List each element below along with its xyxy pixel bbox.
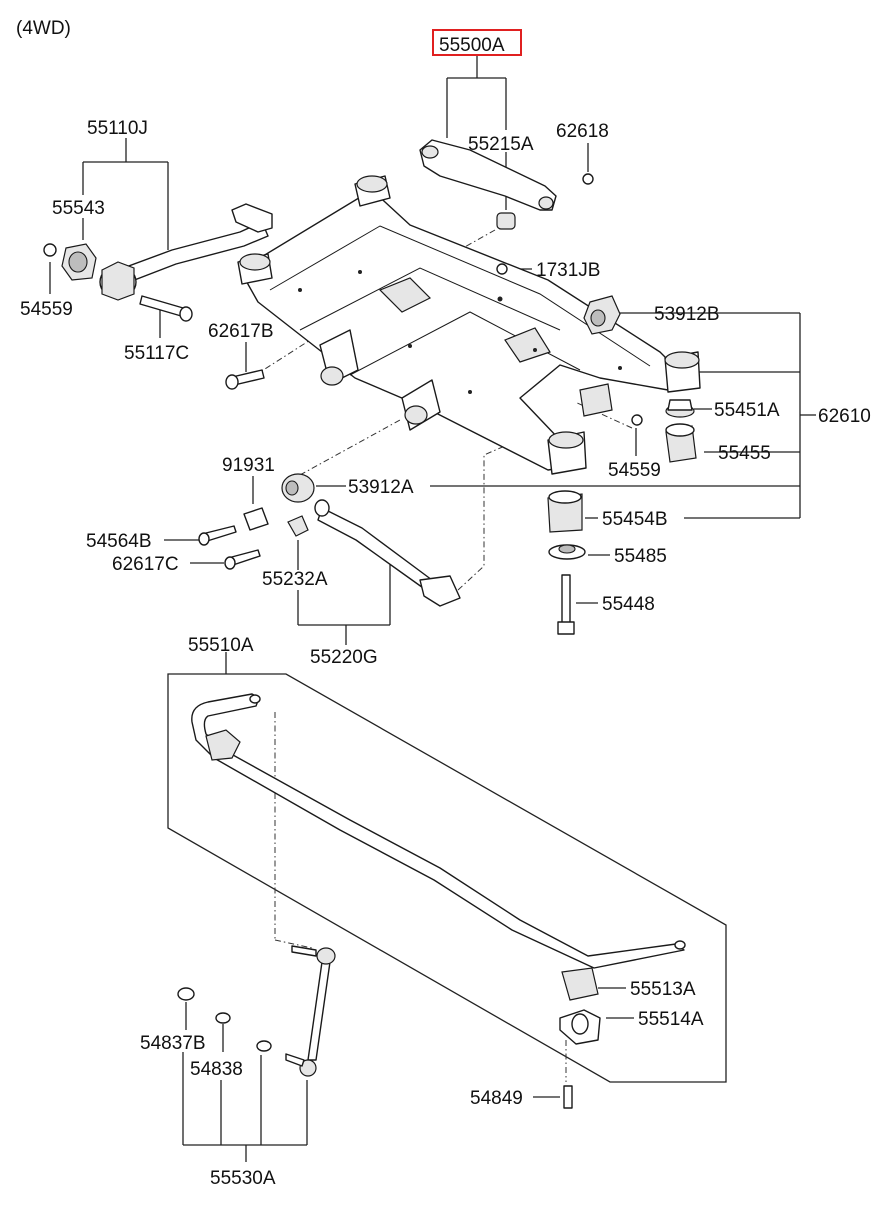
upper-arm-part (419, 139, 594, 230)
callout-54564B[interactable]: 54564B (86, 531, 152, 552)
callout-53912A[interactable]: 53912A (348, 477, 414, 498)
stabilizer-link-part (177, 945, 336, 1077)
stabilizer-bar-part (191, 693, 686, 969)
callout-55110J[interactable]: 55110J (87, 118, 148, 139)
labels: (4WD) 55500A 55110J 55215A 62618 55543 1… (16, 18, 871, 1189)
callout-62617B[interactable]: 62617B (208, 321, 274, 342)
callout-55232A[interactable]: 55232A (262, 569, 328, 590)
callout-62617C[interactable]: 62617C (112, 554, 179, 575)
callout-55543[interactable]: 55543 (52, 198, 105, 219)
callout-54559-left[interactable]: 54559 (20, 299, 73, 320)
callout-55513A[interactable]: 55513A (630, 979, 696, 1000)
callout-55530A[interactable]: 55530A (210, 1168, 276, 1189)
callout-54838[interactable]: 54838 (190, 1059, 243, 1080)
callout-55451A[interactable]: 55451A (714, 400, 780, 421)
callout-55514A[interactable]: 55514A (638, 1009, 704, 1030)
callout-54559-right[interactable]: 54559 (608, 460, 661, 481)
callout-55117C[interactable]: 55117C (124, 343, 189, 364)
callout-1731JB[interactable]: 1731JB (536, 260, 600, 281)
callout-55448[interactable]: 55448 (602, 594, 655, 615)
callout-55485[interactable]: 55485 (614, 546, 667, 567)
leader-lines (49, 54, 816, 1162)
mount-parts (225, 263, 697, 635)
callout-54837B[interactable]: 54837B (140, 1033, 206, 1054)
highlight-box (432, 29, 522, 56)
crossmember-part (237, 175, 701, 475)
callout-91931[interactable]: 91931 (222, 455, 275, 476)
lower-link-part (198, 473, 461, 607)
callout-53912B[interactable]: 53912B (654, 304, 720, 325)
callout-55220G[interactable]: 55220G (310, 647, 378, 668)
callout-55455[interactable]: 55455 (718, 443, 771, 464)
callout-55454B[interactable]: 55454B (602, 509, 668, 530)
callout-55500A[interactable]: 55500A (439, 35, 505, 56)
trailing-arm-part (43, 203, 273, 322)
callout-55215A[interactable]: 55215A (468, 134, 534, 155)
stabilizer-bushing-part (559, 967, 601, 1109)
callout-62618[interactable]: 62618 (556, 121, 609, 142)
callout-62610[interactable]: 62610 (818, 406, 871, 427)
variant-label: (4WD) (16, 18, 71, 39)
callout-55510A[interactable]: 55510A (188, 635, 254, 656)
callout-54849[interactable]: 54849 (470, 1088, 523, 1109)
